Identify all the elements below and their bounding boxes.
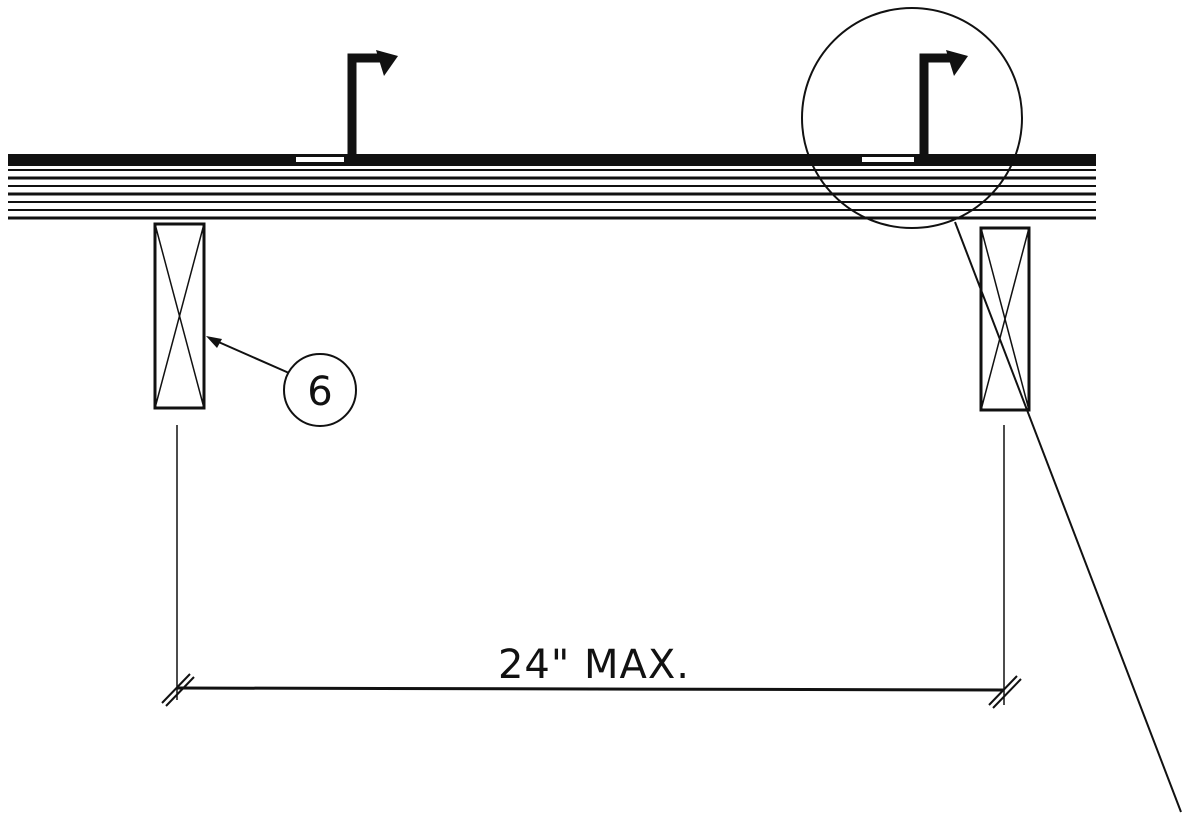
callout-arrowhead <box>206 336 222 348</box>
dimension-line <box>176 686 1005 692</box>
callout-number: 6 <box>307 369 332 415</box>
detail-leader-line <box>954 221 1182 813</box>
dimension-tick-left <box>161 673 195 707</box>
clip-stem <box>919 53 952 163</box>
block-cross-line <box>154 223 205 409</box>
detail-circle <box>801 7 1023 229</box>
block-cross-line <box>980 227 1030 411</box>
clip-fastener-right <box>919 50 968 163</box>
deck-gap <box>296 157 344 162</box>
support-block-right <box>979 226 1031 412</box>
callout-circle <box>283 353 357 427</box>
callout-leader <box>213 339 290 374</box>
callout-6: 6 <box>206 336 357 427</box>
block-outline <box>979 226 1031 412</box>
clip-fastener-left <box>347 50 398 163</box>
dimension-label: 24" MAX. <box>498 642 690 688</box>
deck-gap <box>862 157 914 162</box>
deck-panel <box>8 154 1096 220</box>
block-outline <box>153 222 206 410</box>
dimension-tick-right <box>988 675 1022 709</box>
support-block-left <box>153 222 206 410</box>
deck-top-face <box>8 154 1096 166</box>
clip-hook-tip <box>946 50 968 76</box>
clip-stem <box>347 53 382 163</box>
clip-hook-tip <box>376 50 398 76</box>
